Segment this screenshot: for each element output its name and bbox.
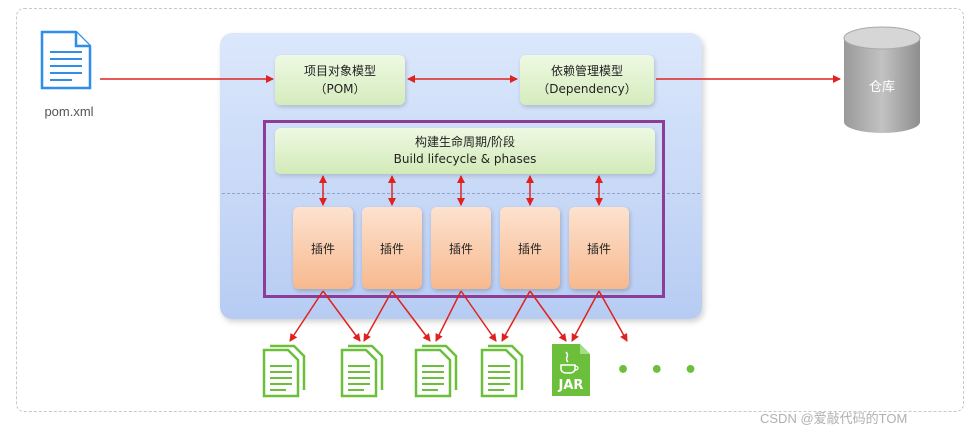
arrow-plugin-output [571, 290, 600, 342]
arrow-plugin-output [289, 290, 324, 342]
document-icon [414, 344, 458, 398]
xml-file-icon [38, 30, 94, 90]
plugin-label: 插件 [379, 241, 404, 256]
arrow-plugin-output [363, 290, 393, 342]
build-lifecycle-box: 构建生命周期/阶段 Build lifecycle & phases [275, 128, 655, 174]
database-icon [842, 26, 922, 136]
plugin-box: 插件 [500, 207, 560, 289]
jar-label: JAR [558, 378, 584, 393]
lifecycle-subtitle: Build lifecycle & phases [393, 152, 537, 166]
plugin-box: 插件 [293, 207, 353, 289]
arrow-plugin-output [391, 290, 431, 342]
plugin-box: 插件 [569, 207, 629, 289]
arrow-plugin-output [460, 290, 497, 342]
jar-file-icon: JAR [550, 342, 594, 396]
dependency-model-title: 依赖管理模型 [550, 64, 623, 78]
plugin-label: 插件 [310, 241, 335, 256]
dependency-model-abbr: （Dependency） [537, 82, 637, 96]
arrow-plugin-output [501, 290, 531, 342]
arrow-plugin-output [598, 290, 628, 342]
arrow-plugin-output [322, 290, 361, 342]
document-icon [262, 344, 306, 398]
repository-label: 仓库 [868, 80, 895, 95]
project-model-abbr: （POM） [314, 82, 366, 96]
diagram-border [16, 8, 964, 412]
document-icon [340, 344, 384, 398]
arrow-plugin-output [435, 290, 462, 342]
plugin-box: 插件 [431, 207, 491, 289]
pom-file-label: pom.xml [44, 104, 94, 119]
watermark: CSDN @爱敲代码的TOM [760, 411, 908, 426]
plugin-label: 插件 [517, 241, 542, 256]
plugin-label: 插件 [586, 241, 611, 256]
dependency-model-box: 依赖管理模型 （Dependency） [520, 55, 654, 105]
lifecycle-title: 构建生命周期/阶段 [414, 135, 516, 149]
arrow-plugin-output [529, 290, 567, 342]
project-model-title: 项目对象模型 [303, 64, 376, 78]
plugin-label: 插件 [448, 241, 473, 256]
project-object-model-box: 项目对象模型 （POM） [275, 55, 405, 105]
document-icon [480, 344, 524, 398]
plugin-box: 插件 [362, 207, 422, 289]
more-outputs-ellipsis: • • • [616, 358, 704, 383]
